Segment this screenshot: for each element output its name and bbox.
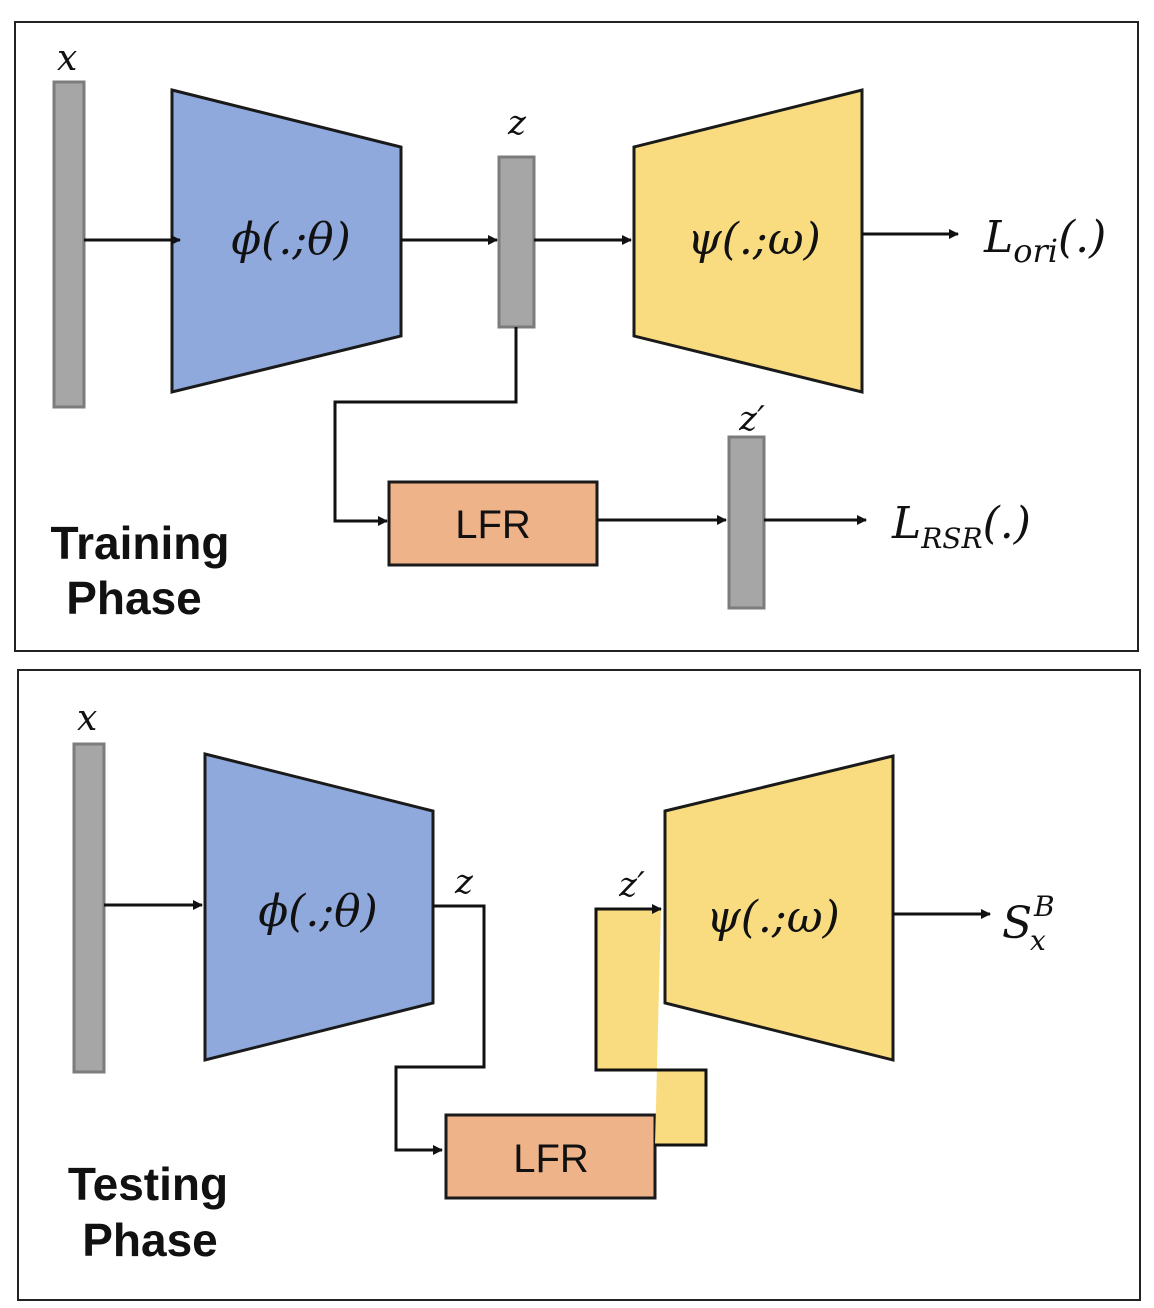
training-encoder: [170, 88, 403, 394]
loss-rsr-args: (.): [983, 498, 1031, 549]
training-loss-rsr: LRSR(.): [891, 498, 1031, 555]
training-input-vector: [52, 80, 86, 409]
testing-lfr-label: LFR: [513, 1137, 589, 1181]
training-latent-vector: [497, 155, 536, 329]
testing-panel: x ϕ(.;θ) z LFR z′ ψ(.;ω) S B x Testing P…: [17, 669, 1141, 1301]
loss-ori-args: (.): [1058, 212, 1106, 263]
loss-rsr-symbol: L: [891, 498, 921, 549]
training-encoder-label: ϕ(.;θ): [231, 214, 351, 265]
training-latent-label: z: [507, 103, 527, 143]
training-phase-label-line2: Phase: [66, 572, 202, 624]
training-latent-prime-label: z′: [738, 399, 765, 439]
testing-panel-frame: [17, 669, 1141, 1301]
testing-decoder: [663, 754, 895, 1062]
testing-latent-prime-label: z′: [618, 865, 645, 905]
testing-connector-lfr-to-decoder: [594, 904, 708, 1147]
testing-input-label: x: [77, 698, 97, 739]
testing-latent-label: z: [454, 862, 474, 902]
testing-score-symbol: S: [1002, 898, 1032, 949]
training-lfr-box: [387, 480, 599, 567]
testing-decoder-label: ψ(.;ω): [706, 892, 840, 943]
training-loss-ori: Lori(.): [983, 212, 1106, 270]
testing-score-subscript: x: [1030, 924, 1046, 957]
loss-rsr-subscript: RSR: [920, 522, 982, 555]
training-phase-label-line1: Training: [51, 517, 230, 569]
training-input-label: x: [57, 38, 77, 79]
training-connector-z-to-lfr: [333, 327, 518, 526]
loss-ori-symbol: L: [983, 212, 1013, 263]
loss-ori-subscript: ori: [1013, 232, 1058, 270]
testing-encoder: [203, 752, 435, 1062]
testing-connector-encoder-to-lfr: [394, 904, 486, 1155]
testing-encoder-label: ϕ(.;θ): [258, 886, 378, 937]
training-latent-prime-vector: [727, 435, 766, 610]
training-lfr-label: LFR: [455, 503, 531, 547]
training-decoder-label: ψ(.;ω): [687, 214, 821, 265]
testing-input-vector: [72, 742, 106, 1074]
training-panel: x ϕ(.;θ) z ψ(.;ω) Lori(.) LFR z′: [14, 21, 1139, 652]
testing-phase-label-line2: Phase: [82, 1214, 218, 1266]
testing-lfr-box: [444, 1113, 657, 1200]
training-decoder: [632, 88, 864, 394]
testing-score-superscript: B: [1033, 890, 1055, 923]
testing-phase-label-line1: Testing: [68, 1158, 228, 1210]
training-panel-frame: [14, 21, 1139, 652]
